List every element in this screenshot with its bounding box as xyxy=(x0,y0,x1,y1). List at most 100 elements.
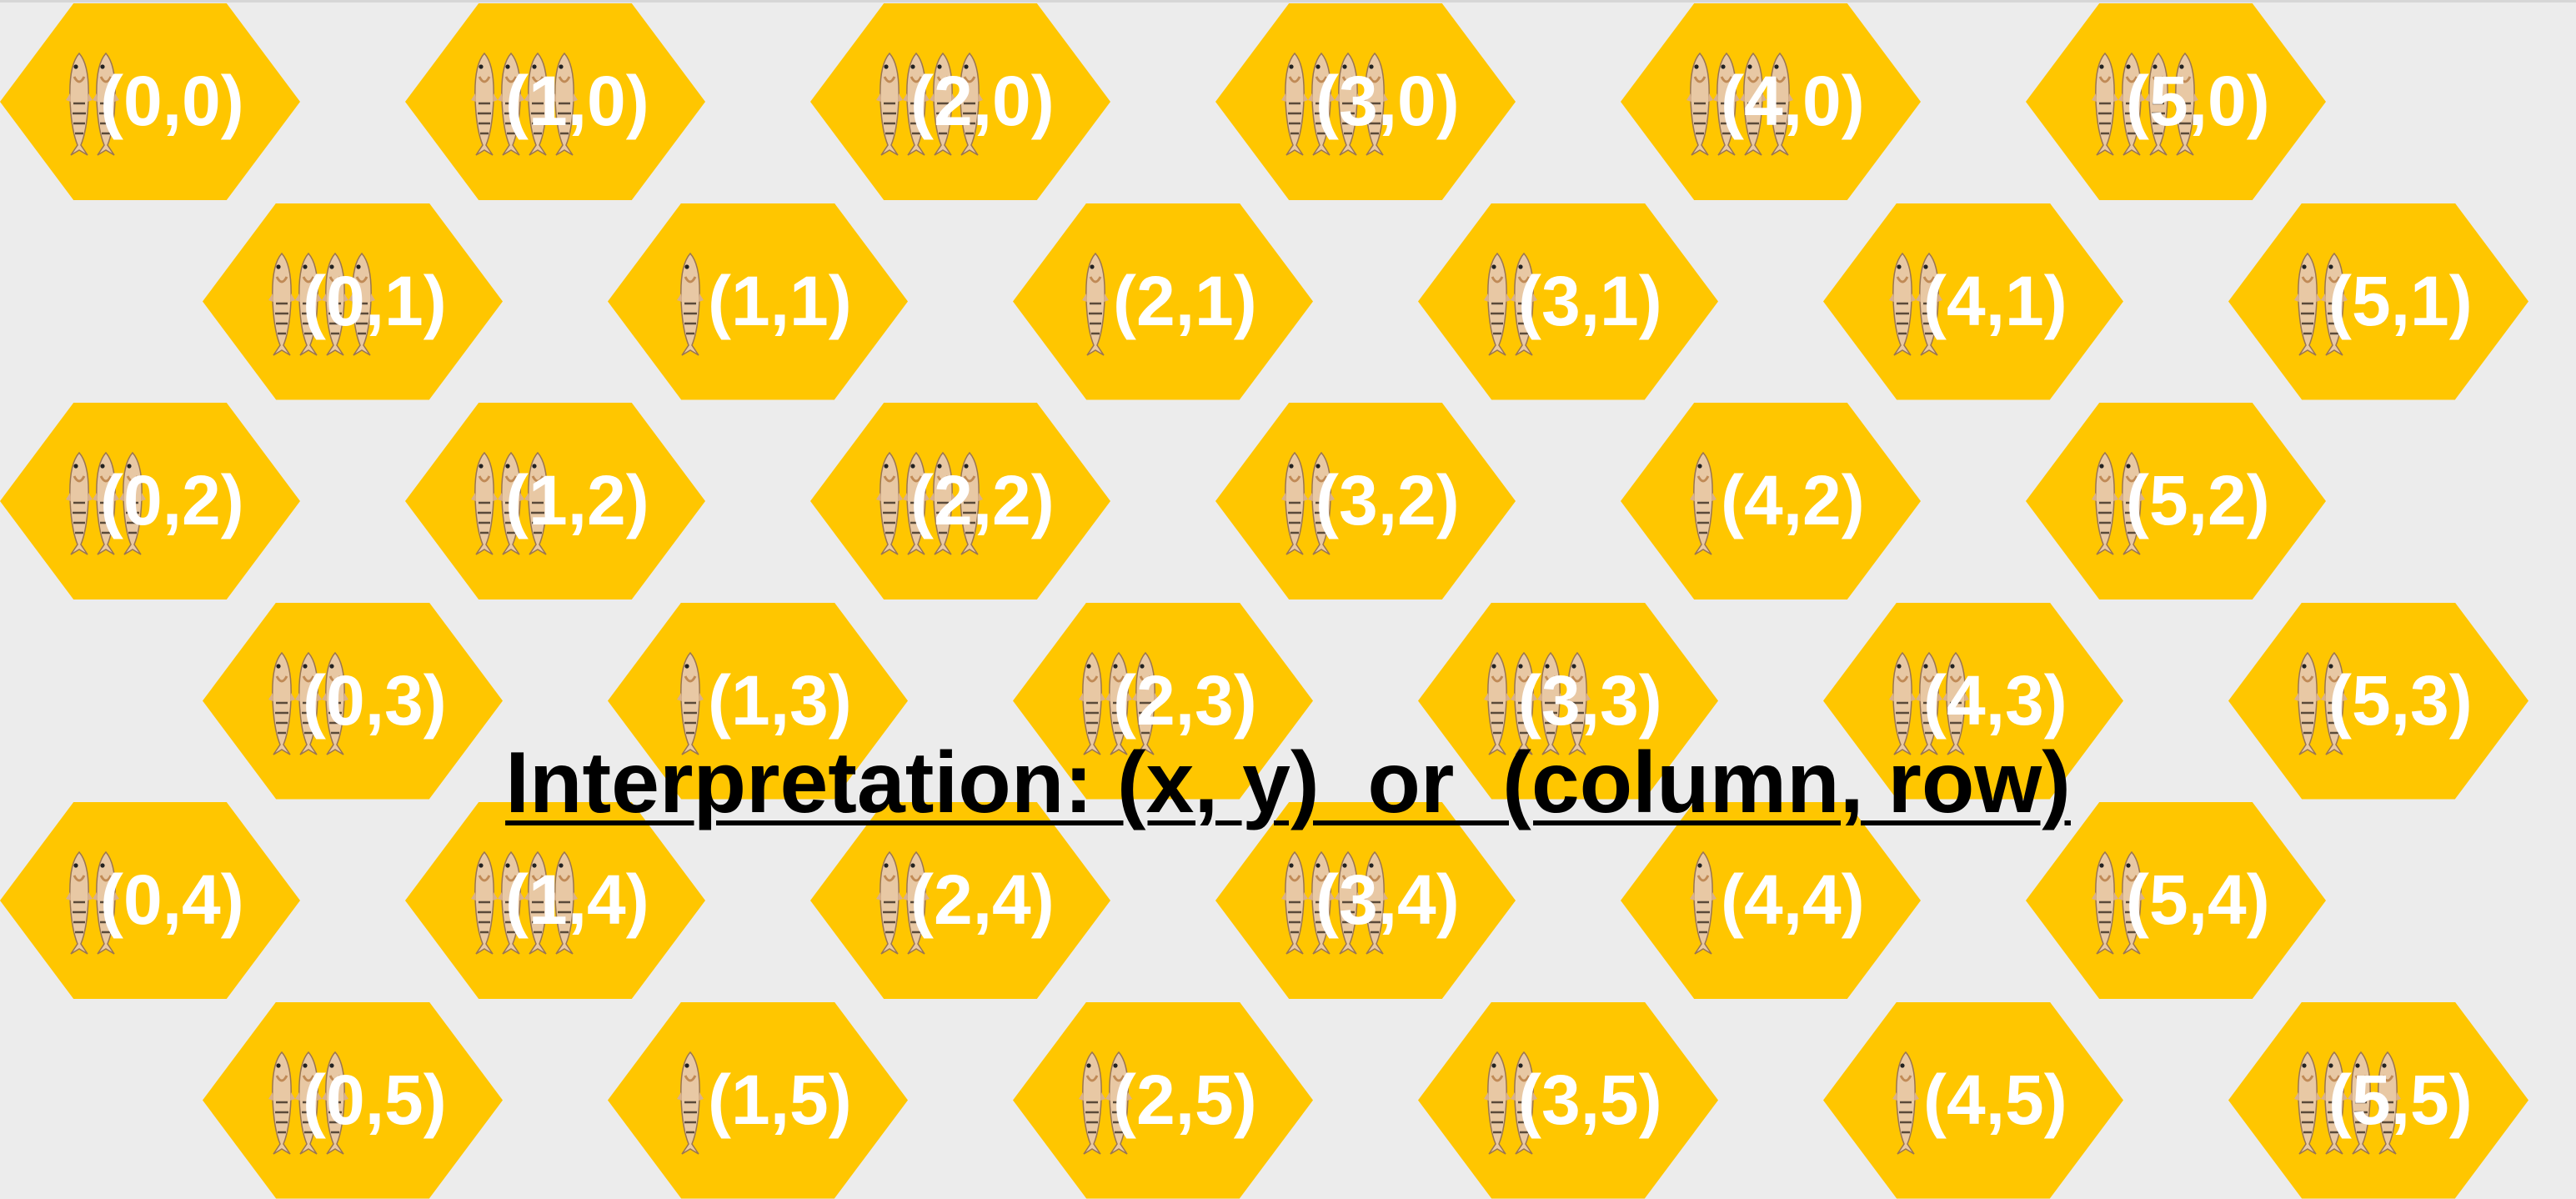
hex-tile[interactable]: (3,0) xyxy=(1215,3,1516,200)
hex-coordinate-label: (1,0) xyxy=(505,62,649,140)
hex-coordinate-label: (4,0) xyxy=(1721,62,1865,140)
hex-coordinate-label: (4,5) xyxy=(1923,1060,2067,1139)
hex-coordinate-label: (5,5) xyxy=(2328,1060,2473,1139)
fish-icon xyxy=(65,52,93,157)
hex-coordinate-label: (4,2) xyxy=(1721,461,1865,539)
hex-tile[interactable]: (1,5) xyxy=(608,1001,908,1199)
hex-tile[interactable]: (5,3) xyxy=(2228,602,2528,800)
hex-tile[interactable]: (0,5) xyxy=(203,1001,503,1199)
hex-tile[interactable]: (2,5) xyxy=(1013,1001,1313,1199)
hex-coordinate-label: (0,5) xyxy=(303,1060,447,1139)
hex-coordinate-label: (3,3) xyxy=(1518,660,1662,740)
hex-tile[interactable]: (4,3) xyxy=(1823,602,2123,800)
fish-stack xyxy=(268,651,348,756)
hex-tile[interactable]: (4,0) xyxy=(1621,3,1921,200)
fish-icon xyxy=(929,52,957,157)
hex-tile[interactable]: (5,1) xyxy=(2228,203,2528,400)
hex-tile[interactable]: (1,2) xyxy=(405,403,705,600)
hex-coordinate-label: (0,2) xyxy=(100,461,244,539)
fish-stack xyxy=(268,252,375,357)
hex-tile[interactable]: (2,0) xyxy=(810,3,1110,200)
fish-icon xyxy=(1888,651,1917,756)
hex-coordinate-label: (3,1) xyxy=(1518,261,1662,340)
hex-tile[interactable]: (5,0) xyxy=(2026,3,2326,200)
fish-stack xyxy=(470,52,578,157)
fish-icon xyxy=(2091,850,2119,956)
fish-icon xyxy=(321,651,349,756)
fish-icon xyxy=(1686,52,1714,157)
fish-icon xyxy=(497,451,525,556)
fish-icon xyxy=(2117,52,2146,157)
hex-coordinate-label: (0,4) xyxy=(100,860,244,939)
hex-coordinate-label: (2,5) xyxy=(1113,1060,1257,1139)
hex-coordinate-label: (3,2) xyxy=(1316,461,1460,539)
fish-icon xyxy=(1942,651,1970,756)
fish-icon xyxy=(1892,1051,1920,1156)
fish-stack xyxy=(2293,252,2348,357)
hex-coordinate-label: (5,2) xyxy=(2126,461,2270,539)
fish-icon xyxy=(1483,1051,1511,1156)
hex-tile[interactable]: (4,5) xyxy=(1823,1001,2123,1199)
fish-stack xyxy=(1280,52,1389,157)
fish-icon xyxy=(65,850,93,956)
fish-icon xyxy=(1739,52,1767,157)
hex-tile[interactable]: (4,1) xyxy=(1823,203,2123,400)
fish-icon xyxy=(1915,651,1943,756)
hex-coordinate-label: (1,4) xyxy=(505,860,649,939)
hex-tile[interactable]: (0,1) xyxy=(203,203,503,400)
hex-coordinate-label: (2,2) xyxy=(910,461,1055,539)
hex-tile[interactable]: (2,3) xyxy=(1013,602,1313,800)
hex-coordinate-label: (5,3) xyxy=(2328,660,2473,740)
hex-coordinate-label: (1,1) xyxy=(708,261,852,340)
fish-icon xyxy=(875,52,904,157)
fish-icon xyxy=(1536,651,1565,756)
hex-tile[interactable]: (5,2) xyxy=(2026,403,2326,600)
fish-icon xyxy=(524,451,552,556)
fish-stack xyxy=(1483,252,1538,357)
fish-icon xyxy=(268,1051,296,1156)
hex-tile[interactable]: (2,2) xyxy=(810,403,1110,600)
hex-tile[interactable]: (3,3) xyxy=(1418,602,1718,800)
hex-tile[interactable]: (0,0) xyxy=(0,3,300,200)
hex-tile[interactable]: (0,2) xyxy=(0,403,300,600)
fish-stack xyxy=(1686,52,1793,157)
fish-icon xyxy=(2091,451,2119,556)
fish-stack xyxy=(1689,850,1716,956)
hex-tile[interactable]: (1,1) xyxy=(608,203,908,400)
hex-coordinate-label: (5,4) xyxy=(2126,860,2270,939)
hex-tile[interactable]: (0,3) xyxy=(203,602,503,800)
fish-icon xyxy=(118,451,147,556)
fish-icon xyxy=(955,451,984,556)
fish-stack xyxy=(676,651,704,756)
fish-icon xyxy=(1361,52,1389,157)
fish-icon xyxy=(2171,52,2199,157)
fish-icon xyxy=(1510,252,1538,357)
fish-icon xyxy=(2091,52,2119,157)
hex-coordinate-label: (2,3) xyxy=(1113,660,1257,740)
interpretation-caption: Interpretation: (x, y) or (column, row) xyxy=(505,735,2071,831)
fish-icon xyxy=(268,651,296,756)
hex-tile[interactable]: (4,2) xyxy=(1621,403,1921,600)
fish-icon xyxy=(1081,252,1110,357)
fish-icon xyxy=(955,52,984,157)
fish-icon xyxy=(875,451,904,556)
fish-icon xyxy=(2320,252,2348,357)
hex-coordinate-label: (4,4) xyxy=(1721,860,1865,939)
hex-tile[interactable]: (3,1) xyxy=(1418,203,1718,400)
hex-tile[interactable]: (1,3) xyxy=(608,602,908,800)
hex-tile[interactable]: (1,0) xyxy=(405,3,705,200)
fish-icon xyxy=(497,52,525,157)
hex-tile[interactable]: (5,5) xyxy=(2228,1001,2528,1199)
fish-stack xyxy=(1280,451,1335,556)
fish-icon xyxy=(294,252,323,357)
fish-icon xyxy=(1131,651,1160,756)
fish-icon xyxy=(321,252,349,357)
fish-icon xyxy=(1483,252,1511,357)
hex-tile[interactable]: (3,2) xyxy=(1215,403,1516,600)
fish-stack xyxy=(875,52,984,157)
hex-coordinate-label: (0,1) xyxy=(303,261,447,340)
hex-tile[interactable]: (3,5) xyxy=(1418,1001,1718,1199)
fish-icon xyxy=(902,451,930,556)
hex-tile[interactable]: (2,1) xyxy=(1013,203,1313,400)
